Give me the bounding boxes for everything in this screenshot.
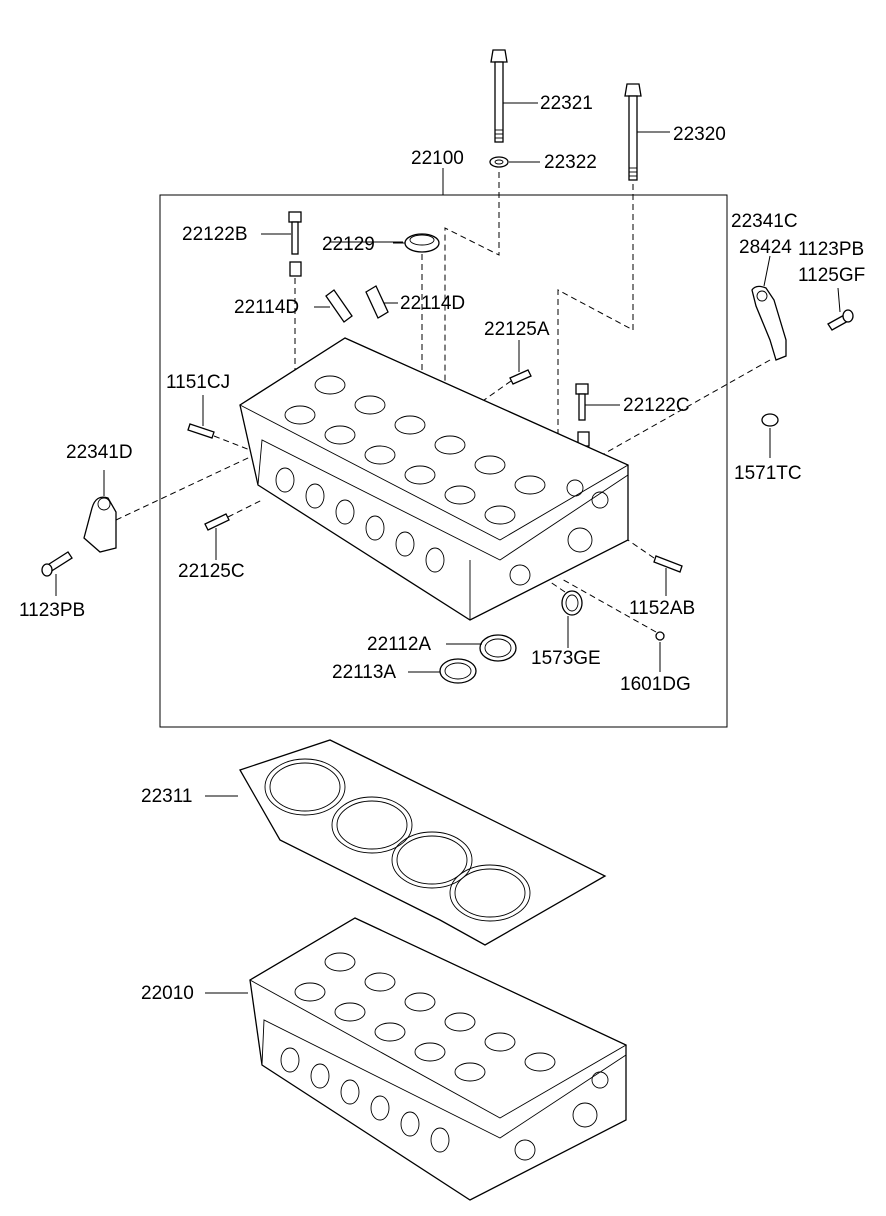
stud-22125C — [204, 499, 263, 560]
label-1151CJ: 1151CJ — [166, 372, 231, 393]
label-28424: 28424 — [739, 237, 792, 258]
label-22114D-left: 22114D — [234, 297, 300, 318]
label-22341D: 22341D — [66, 442, 133, 463]
label-22320: 22320 — [673, 124, 726, 145]
pins-22114D — [314, 285, 398, 323]
label-22100: 22100 — [411, 148, 464, 169]
label-1573GE: 1573GE — [531, 648, 601, 669]
label-22122B: 22122B — [182, 224, 248, 245]
plug-1571TC — [761, 413, 779, 458]
stud-1151CJ — [187, 395, 251, 451]
label-1123PB-left: 1123PB — [19, 600, 86, 621]
bolt-22321 — [490, 49, 538, 143]
bolt-22122B — [261, 211, 302, 430]
cylinder-head-22100 — [239, 337, 629, 621]
ring-22113A — [408, 658, 477, 684]
label-22311: 22311 — [141, 786, 193, 807]
label-22112A: 22112A — [367, 634, 432, 655]
label-1152AB: 1152AB — [629, 598, 696, 619]
label-1601DG: 1601DG — [620, 674, 691, 695]
label-22129: 22129 — [322, 234, 375, 255]
ball-1601DG — [559, 577, 665, 672]
label-22114D-right: 22114D — [400, 293, 466, 314]
cap-22129 — [393, 233, 440, 420]
washer-22322 — [489, 156, 540, 168]
cylinder-head-22010 — [205, 917, 627, 1201]
label-22125C: 22125C — [178, 561, 245, 582]
bolt-22320 — [624, 83, 670, 181]
bracket-22341C — [599, 255, 787, 457]
label-22321: 22321 — [540, 93, 593, 114]
head-gasket-22311 — [205, 739, 607, 946]
label-22125A: 22125A — [484, 319, 550, 340]
label-22113A: 22113A — [332, 662, 397, 683]
stud-1152AB — [621, 535, 683, 596]
label-1123PB-right: 1123PB — [798, 239, 865, 260]
label-22122C: 22122C — [623, 395, 690, 416]
bolt-1123PB-left — [41, 551, 73, 596]
label-22010: 22010 — [141, 983, 194, 1004]
label-22322: 22322 — [544, 152, 597, 173]
bracket-22341D — [83, 449, 266, 553]
label-1125GF: 1125GF — [798, 265, 866, 286]
seal-1573GE — [539, 574, 583, 648]
label-1571TC: 1571TC — [734, 463, 802, 484]
label-22341C: 22341C — [731, 211, 798, 232]
bolt-1125GF — [827, 287, 854, 331]
ring-22112A — [446, 634, 517, 662]
